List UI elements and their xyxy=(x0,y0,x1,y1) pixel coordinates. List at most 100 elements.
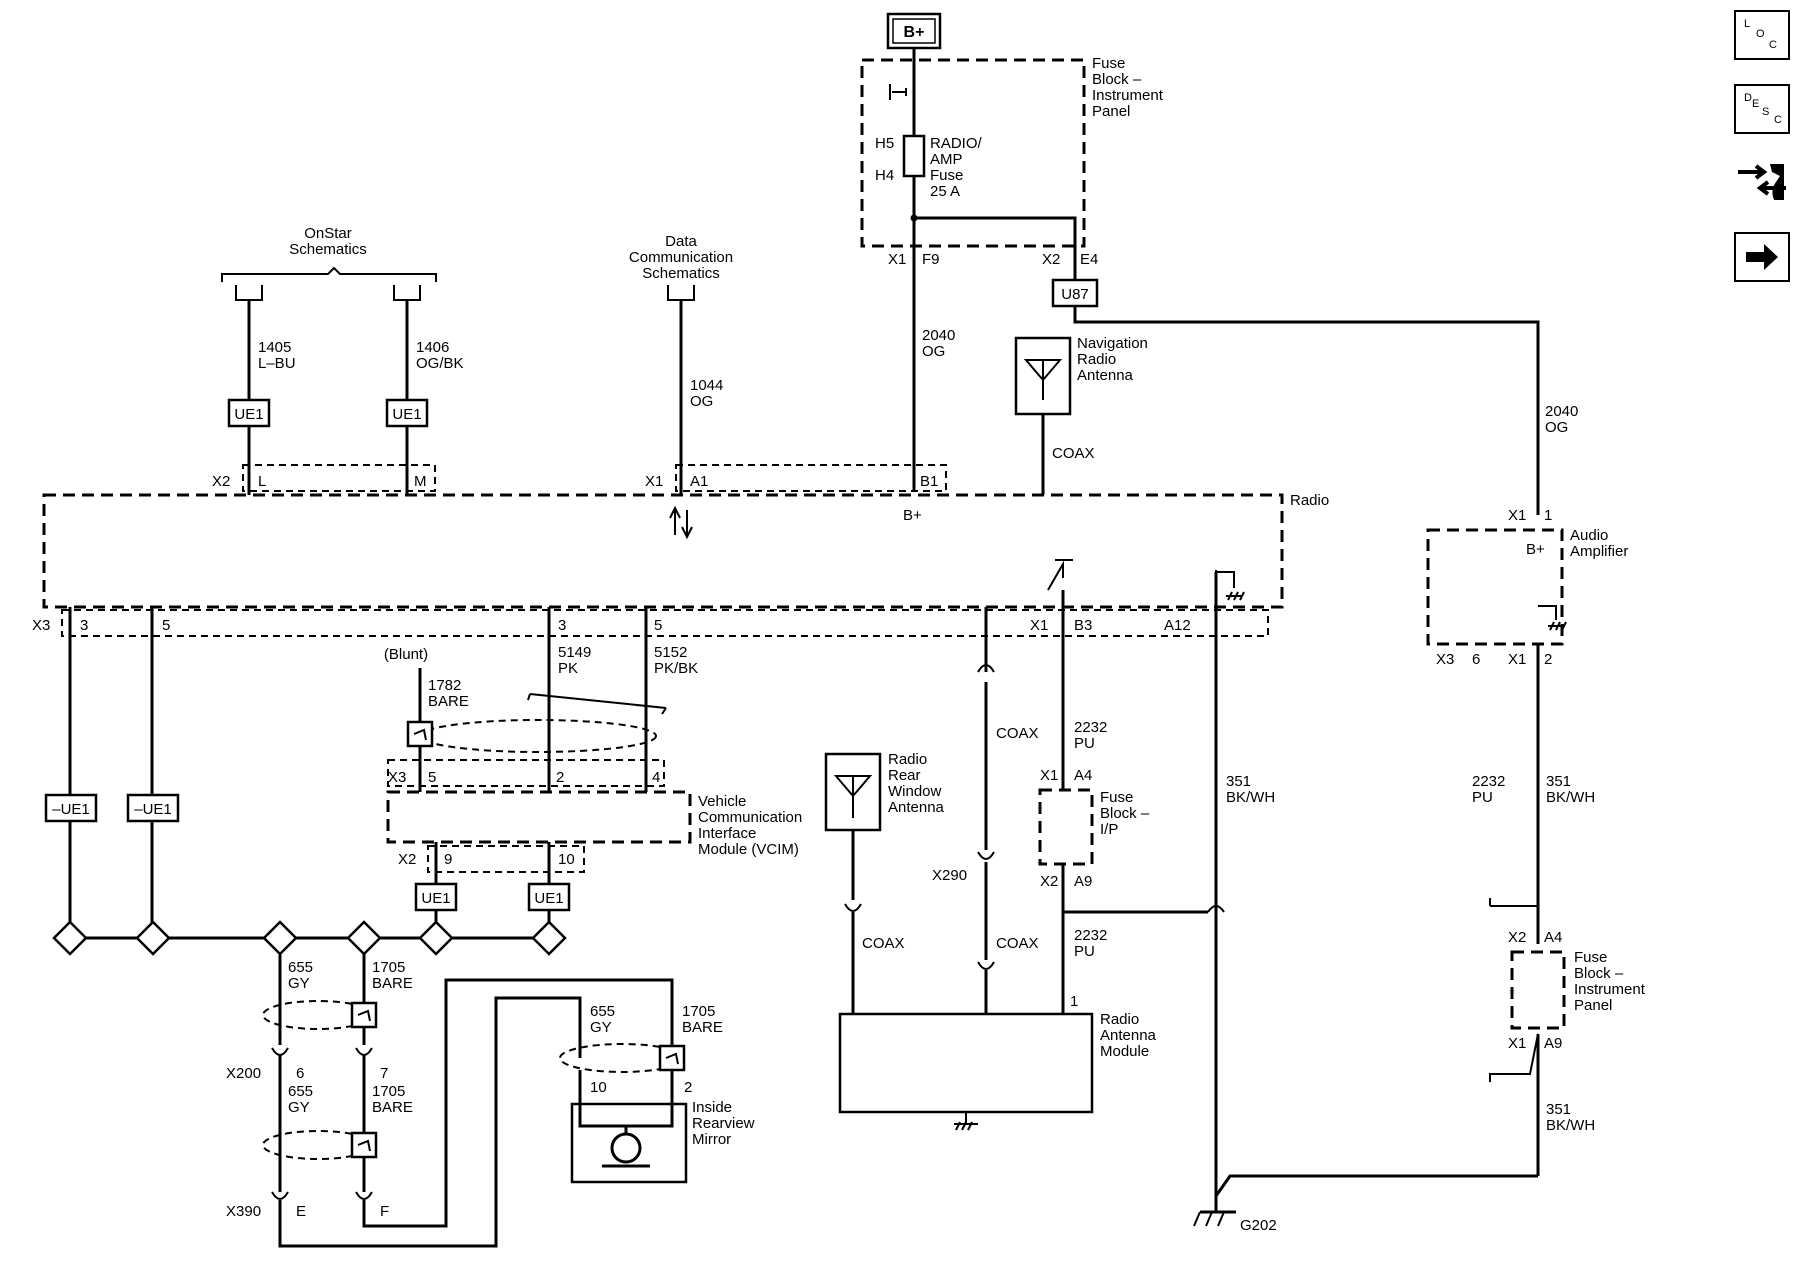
svg-text:X1: X1 xyxy=(1508,651,1526,668)
svg-text:L: L xyxy=(258,473,266,490)
svg-text:X3: X3 xyxy=(388,769,406,786)
svg-text:B3: B3 xyxy=(1074,617,1092,634)
next-page-button[interactable] xyxy=(1734,232,1790,282)
svg-text:2: 2 xyxy=(556,769,564,786)
ram-ground-icon xyxy=(954,1112,978,1131)
ue1-onstar-left: UE1 xyxy=(227,398,271,428)
u87-connector: U87 xyxy=(1051,278,1099,308)
svg-text:A1: A1 xyxy=(690,473,708,490)
svg-text:H4: H4 xyxy=(875,167,894,184)
svg-text:A9: A9 xyxy=(1074,873,1092,890)
svg-text:E4: E4 xyxy=(1080,251,1098,268)
svg-text:A4: A4 xyxy=(1074,767,1092,784)
svg-text:6: 6 xyxy=(1472,651,1480,668)
svg-text:UE1: UE1 xyxy=(392,406,421,423)
arrow-right-icon xyxy=(1746,244,1778,270)
svg-text:X2: X2 xyxy=(1040,873,1058,890)
svg-text:X2: X2 xyxy=(1508,929,1526,946)
ue1-onstar-right: UE1 xyxy=(385,398,429,428)
svg-text:X2: X2 xyxy=(1042,251,1060,268)
svg-text:UE1: UE1 xyxy=(234,406,263,423)
svg-text:5: 5 xyxy=(162,617,170,634)
svg-text:A4: A4 xyxy=(1544,929,1562,946)
shield-drain-connection xyxy=(406,720,434,748)
svg-text:M: M xyxy=(414,473,427,490)
svg-text:A12: A12 xyxy=(1164,617,1191,634)
svg-text:X1: X1 xyxy=(888,251,906,268)
svg-text:G202: G202 xyxy=(1240,1217,1277,1234)
svg-text:E: E xyxy=(296,1203,306,1220)
neg-ue1-left: –UE1 xyxy=(44,793,98,823)
radio-module: Radio xyxy=(42,492,1329,609)
svg-text:X2: X2 xyxy=(212,473,230,490)
svg-text:X1: X1 xyxy=(1508,507,1526,524)
svg-text:5: 5 xyxy=(654,617,662,634)
svg-text:4: 4 xyxy=(652,769,660,786)
svg-text:B1: B1 xyxy=(920,473,938,490)
ground-g202: G202 xyxy=(1193,1190,1277,1234)
svg-text:X2: X2 xyxy=(398,851,416,868)
svg-text:F: F xyxy=(380,1203,389,1220)
svg-text:10: 10 xyxy=(558,851,575,868)
svg-text:X1: X1 xyxy=(1030,617,1048,634)
neg-ue1-right: –UE1 xyxy=(126,793,180,823)
svg-text:F9: F9 xyxy=(922,251,940,268)
amp-ground-icon xyxy=(1538,605,1567,631)
svg-text:(Blunt): (Blunt) xyxy=(384,646,428,663)
svg-text:B+: B+ xyxy=(903,507,922,524)
svg-text:6: 6 xyxy=(296,1065,304,1082)
svg-text:X1: X1 xyxy=(1508,1035,1526,1052)
svg-text:X3: X3 xyxy=(32,617,50,634)
svg-text:X390: X390 xyxy=(226,1203,261,1220)
svg-text:COAX: COAX xyxy=(1052,445,1095,462)
radio-internal-ground-icon xyxy=(1215,570,1245,601)
svg-text:X1: X1 xyxy=(645,473,663,490)
location-button[interactable]: L O C xyxy=(1734,10,1790,60)
svg-text:X1: X1 xyxy=(1040,767,1058,784)
svg-text:B+: B+ xyxy=(1526,541,1545,558)
svg-text:A9: A9 xyxy=(1544,1035,1562,1052)
svg-text:Radio: Radio xyxy=(1290,492,1329,509)
svg-text:1: 1 xyxy=(1544,507,1552,524)
description-button[interactable]: D E S C xyxy=(1734,84,1790,134)
svg-text:5: 5 xyxy=(428,769,436,786)
ue1-vcim-left: UE1 xyxy=(414,882,458,912)
svg-text:10: 10 xyxy=(590,1079,607,1096)
connector-swap-icon[interactable] xyxy=(1734,158,1790,208)
svg-text:3: 3 xyxy=(80,617,88,634)
svg-text:X290: X290 xyxy=(932,867,967,884)
svg-text:X200: X200 xyxy=(226,1065,261,1082)
